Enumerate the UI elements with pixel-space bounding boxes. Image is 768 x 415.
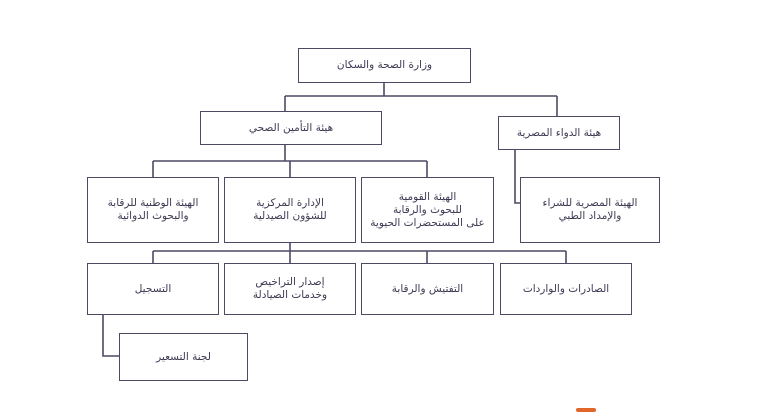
- accent-stub: [576, 408, 596, 412]
- org-box-national-control: الهيئة الوطنية للرقابة والبحوث الدوائية: [87, 177, 219, 243]
- org-box-central-admin: الإدارة المركزية للشؤون الصيدلية: [224, 177, 356, 243]
- org-box-registration: التسجيل: [87, 263, 219, 315]
- org-box-health-insurance: هيئة التأمين الصحي: [200, 111, 382, 145]
- org-box-licensing: إصدار التراخيص وخدمات الصيادلة: [224, 263, 356, 315]
- org-box-drug-authority: هيئة الدواء المصرية: [498, 116, 620, 150]
- org-box-imports-exports: الصادرات والواردات: [500, 263, 632, 315]
- connector-to-procurement: [514, 150, 520, 204]
- org-box-ministry: وزارة الصحة والسكان: [298, 48, 471, 83]
- connector-to-pricing: [102, 315, 119, 357]
- org-box-procurement: الهيئة المصرية للشراء والإمداد الطبي: [520, 177, 660, 243]
- org-box-pricing-committee: لجنة التسعير: [119, 333, 248, 381]
- org-box-inspection: التفتيش والرقابة: [361, 263, 494, 315]
- org-box-national-bio: الهيئة القومية للبحوث والرقابة على المست…: [361, 177, 494, 243]
